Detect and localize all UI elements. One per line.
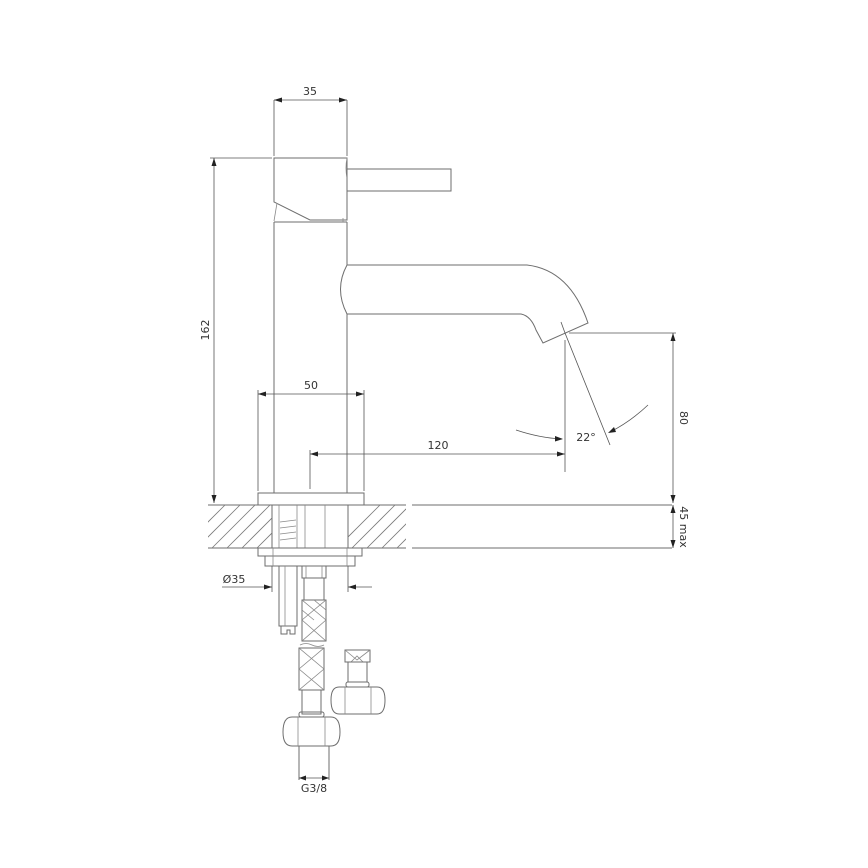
- deck-section: [208, 504, 672, 549]
- dimension-deck-thickness: 45 max: [670, 505, 690, 548]
- spout: [340, 264, 589, 344]
- label-spout-reach: 120: [428, 439, 449, 452]
- tap-body: [257, 157, 589, 506]
- dimension-spout-height: 80: [569, 332, 690, 503]
- label-deck-thickness: 45 max: [677, 506, 690, 548]
- label-spout-angle: 22°: [576, 431, 596, 444]
- base-flange: [257, 492, 365, 506]
- fixing-rod: [278, 565, 298, 635]
- lever-handle: [346, 168, 452, 192]
- dimension-hole-diameter: Ø35: [222, 566, 372, 592]
- dimension-connection-thread: G3/8: [299, 775, 329, 795]
- dimension-total-height: 162: [199, 157, 272, 503]
- angle-connector: [330, 649, 386, 715]
- label-head-width: 35: [303, 85, 317, 98]
- dimension-spout-reach: 120: [309, 340, 566, 489]
- dimension-spout-angle: 22°: [515, 321, 649, 446]
- dimension-head-width: 35: [273, 85, 348, 156]
- dimension-base-width: 50: [257, 379, 365, 491]
- label-base-width: 50: [304, 379, 318, 392]
- label-hole-diameter: Ø35: [223, 573, 246, 586]
- label-connection-thread: G3/8: [301, 782, 327, 795]
- fixing-nut: [257, 547, 363, 567]
- flexible-hose: [282, 565, 341, 780]
- label-spout-height: 80: [677, 411, 690, 425]
- label-total-height: 162: [199, 320, 212, 341]
